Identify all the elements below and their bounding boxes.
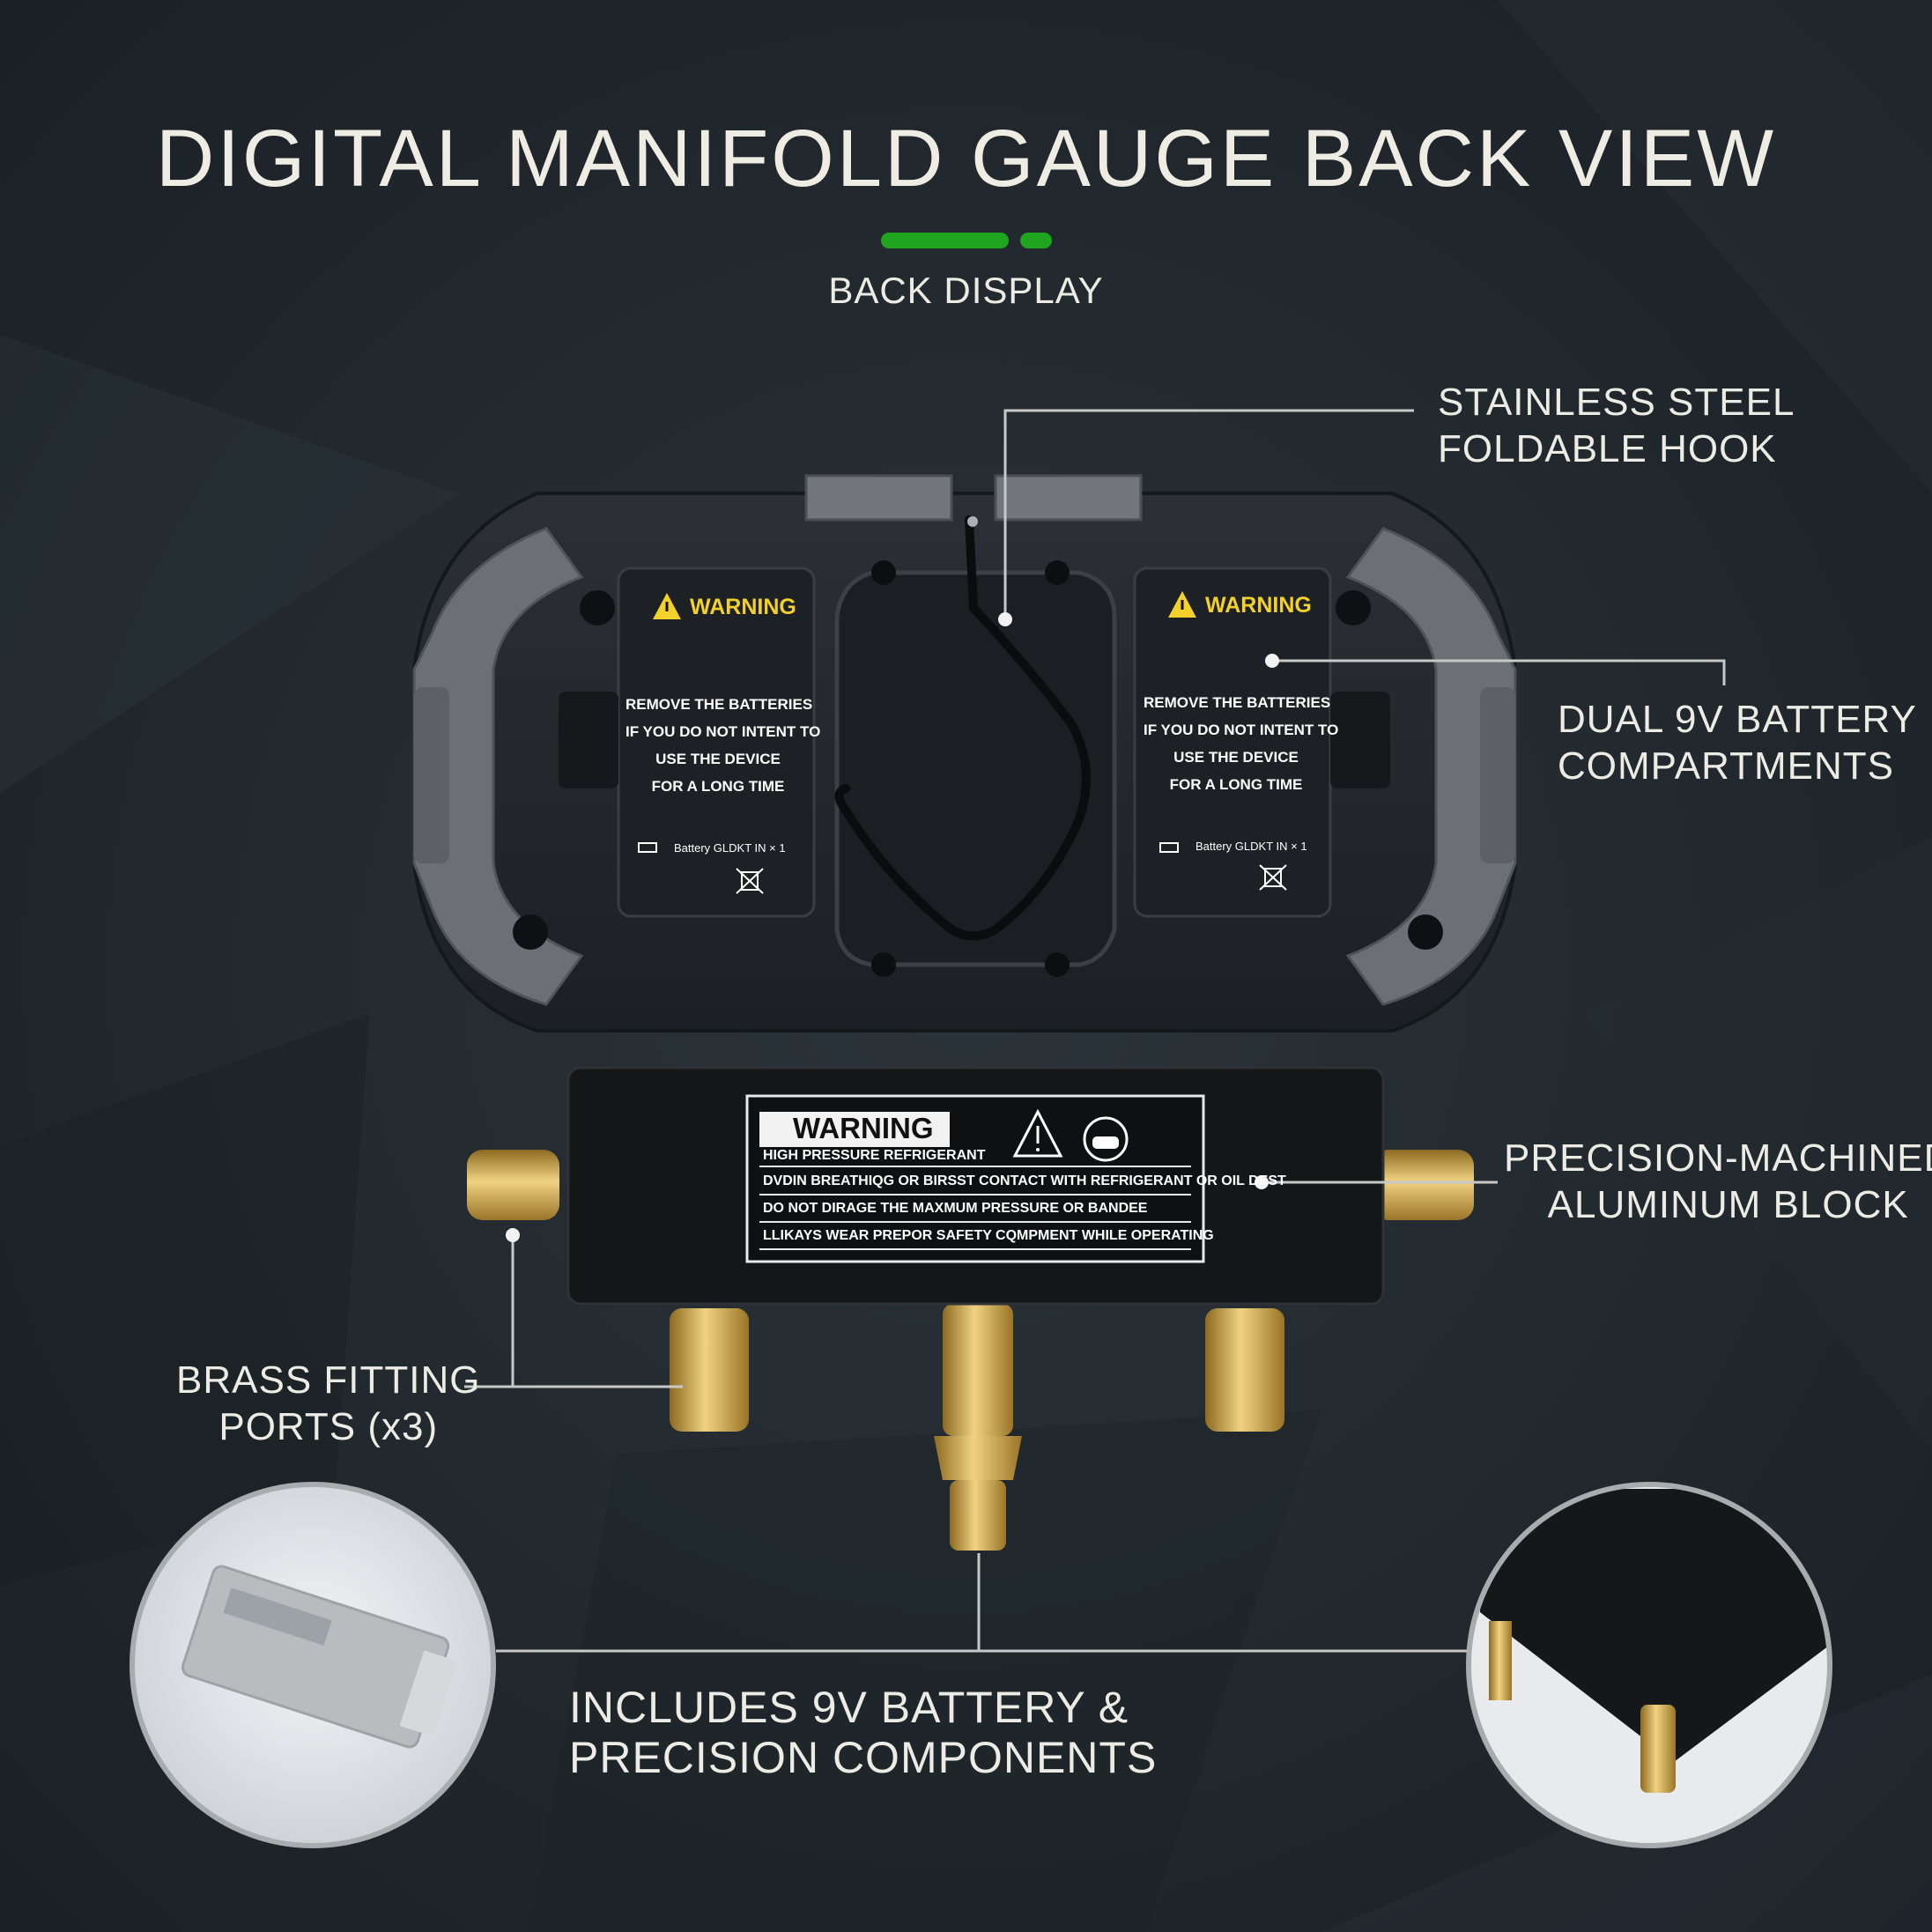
battery-photo-inset [130,1482,496,1848]
callout-line-2: COMPARTMENTS [1558,744,1894,788]
battery-label-line: FOR A LONG TIME [651,778,785,795]
battery-label-line: IF YOU DO NOT INTENT TO [1144,722,1339,738]
battery-icon [638,842,1179,853]
callout-line-2: FOLDABLE HOOK [1438,427,1777,470]
page-title: DIGITAL MANIFOLD GAUGE BACK VIEW [155,114,1777,204]
page-subtitle: BACK DISPLAY [828,270,1104,311]
battery-label-line: FOR A LONG TIME [1169,776,1303,793]
battery-door-right [1133,566,1332,918]
battery-label-line: USE THE DEVICE [1173,749,1299,766]
plate-line: HIGH PRESSURE REFRIGERANT [763,1148,986,1163]
battery-spec: Battery GLDKT IN × 1 [674,841,786,855]
plate-line: DVDIN BREATHIQG OR BIRSST CONTACT WITH R… [763,1173,1286,1188]
battery-label-heading: WARNING [1205,593,1312,618]
face-mask-icon [1083,1116,1129,1162]
battery-label-line: USE THE DEVICE [655,751,781,767]
callout-line-1: INCLUDES 9V BATTERY & [569,1683,1129,1732]
callout-battery-compartments: DUAL 9V BATTERY COMPARTMENTS [1558,696,1917,789]
right-bumper [1345,527,1517,1006]
crossed-bin-icon [736,864,1287,894]
callout-line-1: DUAL 9V BATTERY [1558,698,1917,741]
battery-door-left [617,566,816,918]
accent-bar-short [1020,233,1052,248]
warning-triangle-icon [1012,1108,1063,1158]
callout-lines [464,409,1726,1653]
battery-label-line: REMOVE THE BATTERIES [625,696,813,713]
top-clip-right [994,474,1143,522]
callout-line-1: BRASS FITTING [176,1358,481,1402]
plate-heading: WARNING [793,1112,934,1144]
callout-line-1: PRECISION-MACHINED [1504,1136,1932,1180]
aluminum-block-photo-inset [1466,1482,1832,1848]
warning-triangle-icon [1168,591,1196,618]
warning-triangle-icon [653,593,681,619]
gauge-body [412,474,1517,1033]
battery-label-line: REMOVE THE BATTERIES [1144,694,1331,711]
battery-spec: Battery GLDKT IN × 1 [1195,840,1307,853]
callout-included-components: INCLUDES 9V BATTERY & PRECISION COMPONEN… [569,1683,1157,1783]
foldable-hook [834,515,1091,941]
left-bumper [412,527,584,1006]
callout-line-2: PRECISION COMPONENTS [569,1733,1158,1782]
callout-line-1: STAINLESS STEEL [1438,381,1795,424]
callout-brass-ports: BRASS FITTING PORTS (x3) [176,1357,480,1450]
callout-line-2: ALUMINUM BLOCK [1547,1183,1909,1226]
callout-foldable-hook: STAINLESS STEEL FOLDABLE HOOK [1438,379,1795,472]
battery-label-heading: WARNING [690,595,796,619]
brass-fittings [467,1150,1474,1551]
accent-bar-long [881,233,1009,248]
plate-line: LLIKAYS WEAR PREPOR SAFETY CQMPMENT WHIL… [763,1228,1214,1243]
callout-line-2: PORTS (x3) [218,1405,439,1448]
top-clip-left [804,474,953,522]
plate-line: DO NOT DIRAGE THE MAXMUM PRESSURE OR BAN… [763,1201,1148,1216]
battery-label-line: IF YOU DO NOT INTENT TO [625,723,821,740]
callout-aluminum-block: PRECISION-MACHINED ALUMINUM BLOCK [1504,1135,1932,1228]
